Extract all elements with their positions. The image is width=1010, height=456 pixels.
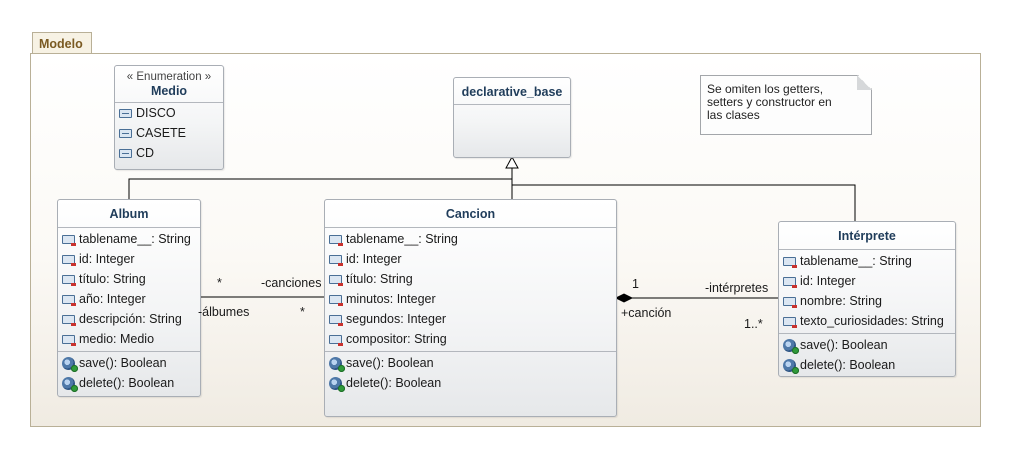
- attribute-item[interactable]: id: Integer: [58, 249, 200, 269]
- literal-icon: [119, 108, 132, 118]
- attribute-item[interactable]: tablename__: String: [58, 229, 200, 249]
- attribute-icon: [329, 314, 343, 326]
- attribute-icon: [62, 334, 76, 346]
- operation-item[interactable]: save(): Boolean: [325, 353, 616, 373]
- operation-item[interactable]: delete(): Boolean: [325, 373, 616, 393]
- role-canciones: -canciones: [261, 276, 322, 290]
- class-name: Album: [109, 207, 149, 221]
- attribute-icon: [329, 254, 343, 266]
- operation-list: save(): Boolean delete(): Boolean: [58, 352, 200, 393]
- attribute-item[interactable]: id: Integer: [325, 249, 616, 269]
- class-album[interactable]: Album tablename__: String id: Integer tí…: [57, 199, 201, 397]
- note-text: Se omiten los getters, setters y constru…: [707, 82, 832, 122]
- class-declarative-base[interactable]: declarative_base: [453, 77, 571, 158]
- attribute-item[interactable]: título: String: [58, 269, 200, 289]
- multiplicity-cancion-side: *: [300, 305, 305, 319]
- literal-list: DISCO CASETE CD: [115, 103, 223, 163]
- operation-icon: [62, 356, 78, 372]
- class-name: declarative_base: [461, 85, 563, 99]
- attribute-icon: [329, 294, 343, 306]
- attribute-item[interactable]: segundos: Integer: [325, 309, 616, 329]
- attribute-icon: [329, 334, 343, 346]
- enumeration-header: « Enumeration » Medio: [115, 66, 223, 102]
- attribute-item[interactable]: medio: Medio: [58, 329, 200, 349]
- attribute-item[interactable]: descripción: String: [58, 309, 200, 329]
- operation-icon: [783, 338, 799, 354]
- attribute-item[interactable]: año: Integer: [58, 289, 200, 309]
- attribute-item[interactable]: id: Integer: [779, 271, 955, 291]
- attribute-icon: [62, 254, 76, 266]
- literal-item[interactable]: CD: [115, 143, 223, 163]
- package-name: Modelo: [39, 37, 83, 51]
- package-tab[interactable]: Modelo: [32, 32, 92, 53]
- attribute-icon: [783, 256, 797, 268]
- literal-icon: [119, 128, 132, 138]
- multiplicity-album-side: *: [217, 276, 222, 290]
- operation-item[interactable]: save(): Boolean: [58, 353, 200, 373]
- class-cancion[interactable]: Cancion tablename__: String id: Integer …: [324, 199, 617, 417]
- attribute-list: tablename__: String id: Integer nombre: …: [779, 250, 955, 331]
- operation-icon: [329, 356, 345, 372]
- literal-icon: [119, 148, 132, 158]
- role-cancion: +canción: [621, 306, 672, 320]
- generalization-album: [128, 178, 512, 200]
- attribute-icon: [329, 234, 343, 246]
- attribute-list: tablename__: String id: Integer título: …: [325, 228, 616, 349]
- operation-list: save(): Boolean delete(): Boolean: [325, 352, 616, 393]
- enumeration-stereotype: « Enumeration »: [126, 71, 212, 83]
- enumeration-medio[interactable]: « Enumeration » Medio DISCO CASETE CD: [114, 65, 224, 170]
- attribute-icon: [62, 314, 76, 326]
- multiplicity-one-to-many: 1..*: [744, 317, 763, 331]
- operation-item[interactable]: save(): Boolean: [779, 335, 955, 355]
- role-interpretes: -intérpretes: [705, 281, 769, 295]
- class-name: Cancion: [445, 207, 496, 221]
- role-albumes: -álbumes: [198, 305, 250, 319]
- operation-list: save(): Boolean delete(): Boolean: [779, 334, 955, 375]
- operation-icon: [783, 358, 799, 374]
- class-name: Intérprete: [838, 229, 896, 243]
- generalization-arrowhead: [505, 155, 519, 169]
- attribute-item[interactable]: minutos: Integer: [325, 289, 616, 309]
- enumeration-name: Medio: [150, 84, 188, 98]
- operation-item[interactable]: delete(): Boolean: [58, 373, 200, 393]
- attribute-item[interactable]: título: String: [325, 269, 616, 289]
- multiplicity-one: 1: [632, 277, 639, 291]
- composition-diamond: [614, 293, 634, 303]
- class-interprete[interactable]: Intérprete tablename__: String id: Integ…: [778, 221, 956, 377]
- attribute-item[interactable]: nombre: String: [779, 291, 955, 311]
- literal-item[interactable]: DISCO: [115, 103, 223, 123]
- literal-item[interactable]: CASETE: [115, 123, 223, 143]
- attribute-icon: [62, 274, 76, 286]
- operation-icon: [329, 376, 345, 392]
- note[interactable]: Se omiten los getters, setters y constru…: [700, 75, 872, 135]
- attribute-icon: [62, 234, 76, 246]
- attribute-icon: [329, 274, 343, 286]
- attribute-icon: [783, 296, 797, 308]
- operation-item[interactable]: delete(): Boolean: [779, 355, 955, 375]
- operation-icon: [62, 376, 78, 392]
- attribute-item[interactable]: tablename__: String: [325, 229, 616, 249]
- attribute-icon: [783, 276, 797, 288]
- attribute-item[interactable]: texto_curiosidades: String: [779, 311, 955, 331]
- attribute-item[interactable]: compositor: String: [325, 329, 616, 349]
- attribute-icon: [62, 294, 76, 306]
- attribute-item[interactable]: tablename__: String: [779, 251, 955, 271]
- attribute-icon: [783, 316, 797, 328]
- generalization-interprete: [512, 184, 856, 222]
- note-fold-corner: [857, 75, 872, 90]
- attribute-list: tablename__: String id: Integer título: …: [58, 228, 200, 349]
